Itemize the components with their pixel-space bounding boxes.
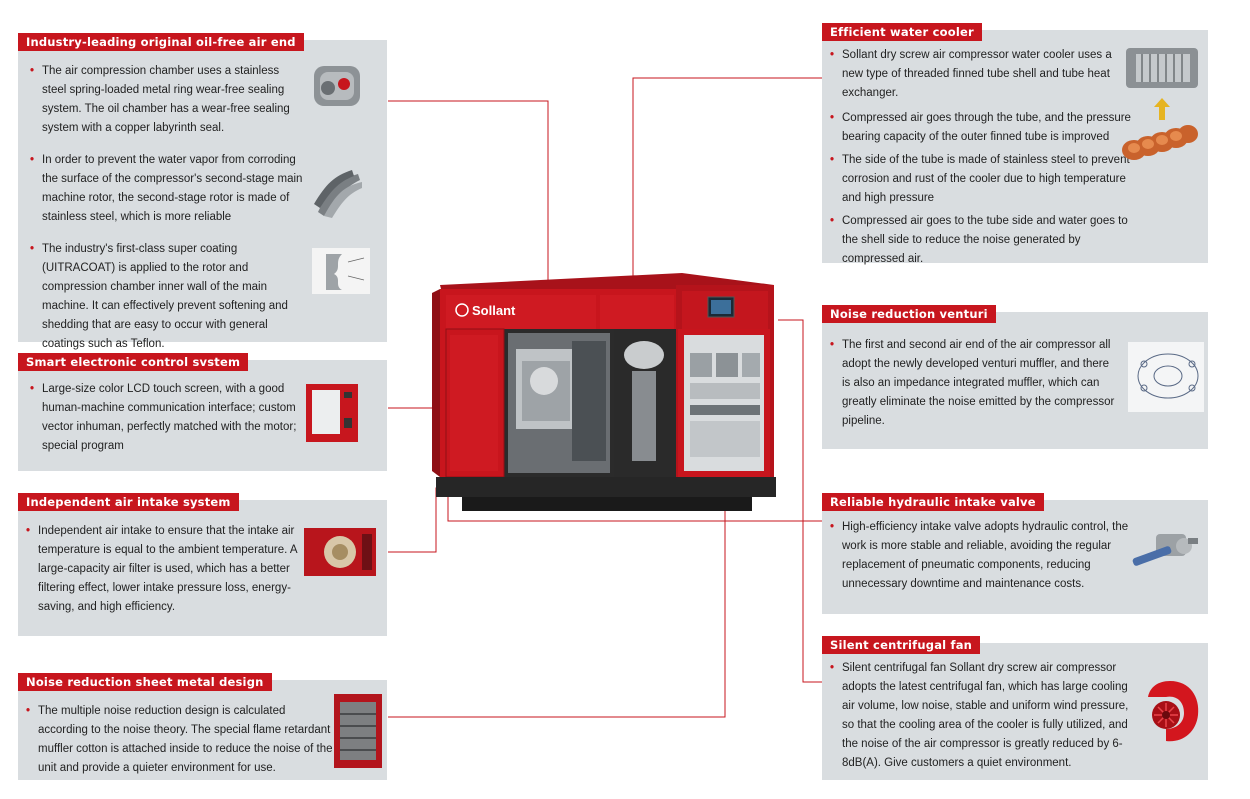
list-item: Large-size color LCD touch screen, with … — [28, 380, 308, 456]
panel-water-cooler: Efficient water cooler Sollant dry screw… — [822, 23, 1208, 265]
list-item: High-efficiency intake valve adopts hydr… — [828, 518, 1133, 594]
arrow-up-icon — [1154, 98, 1170, 120]
list-item: The industry's first-class super coating… — [28, 240, 303, 354]
sheet-metal-thumbnail — [334, 694, 382, 768]
coating-thumbnail — [312, 248, 370, 294]
panel-oil-free-air-end: Industry-leading original oil-free air e… — [18, 33, 387, 350]
list-item: Compressed air goes through the tube, an… — [828, 109, 1133, 147]
panel-title: Efficient water cooler — [822, 23, 982, 41]
list-item: Sollant dry screw air compressor water c… — [828, 46, 1133, 103]
hydraulic-valve-thumbnail — [1132, 534, 1198, 566]
panel-centrifugal-fan: Silent centrifugal fan Silent centrifuga… — [822, 636, 1208, 780]
control-cabinet-thumbnail — [306, 384, 358, 442]
panel-smart-control: Smart electronic control svstem Large-si… — [18, 353, 387, 471]
panel-sheet-metal: Noise reduction sheet metal design The m… — [18, 673, 387, 780]
list-item: The side of the tube is made of stainles… — [828, 151, 1133, 208]
list-item: The air compression chamber uses a stain… — [28, 62, 303, 138]
finned-tube-thumbnail — [1122, 125, 1198, 160]
heat-exchanger-thumbnail — [1126, 48, 1198, 88]
panel-title: Smart electronic control svstem — [18, 353, 249, 371]
centrifugal-fan-thumbnail — [1148, 681, 1199, 742]
panel-title: Industry-leading original oil-free air e… — [18, 33, 304, 51]
venturi-muffler-thumbnail — [1128, 342, 1204, 412]
list-item: Compressed air goes to the tube side and… — [828, 212, 1133, 269]
panel-title: Independent air intake system — [18, 493, 239, 511]
brand-logo-text: Sollant — [472, 303, 516, 318]
compressor-machine-image: Sollant — [432, 273, 776, 511]
panel-title: Silent centrifugal fan — [822, 636, 981, 654]
panel-title: Noise reduction sheet metal design — [18, 673, 272, 691]
list-item: The multiple noise reduction design is c… — [24, 702, 334, 778]
panel-air-intake: Independent air intake system Independen… — [18, 493, 387, 636]
panel-title: Noise reduction venturi — [822, 305, 996, 323]
panel-venturi: Noise reduction venturi The first and se… — [822, 305, 1208, 449]
panel-intake-valve: Reliable hydraulic intake valve High-eff… — [822, 493, 1208, 614]
air-end-thumbnail — [314, 66, 360, 106]
connector-venturi — [778, 319, 822, 683]
panel-title: Reliable hydraulic intake valve — [822, 493, 1044, 511]
list-item: In order to prevent the water vapor from… — [28, 151, 303, 227]
list-item: Silent centrifugal fan Sollant dry screw… — [828, 659, 1138, 773]
rotor-thumbnail — [314, 170, 362, 218]
air-filter-thumbnail — [304, 528, 376, 576]
list-item: Independent air intake to ensure that th… — [24, 522, 324, 617]
list-item: The first and second air end of the air … — [828, 336, 1118, 431]
